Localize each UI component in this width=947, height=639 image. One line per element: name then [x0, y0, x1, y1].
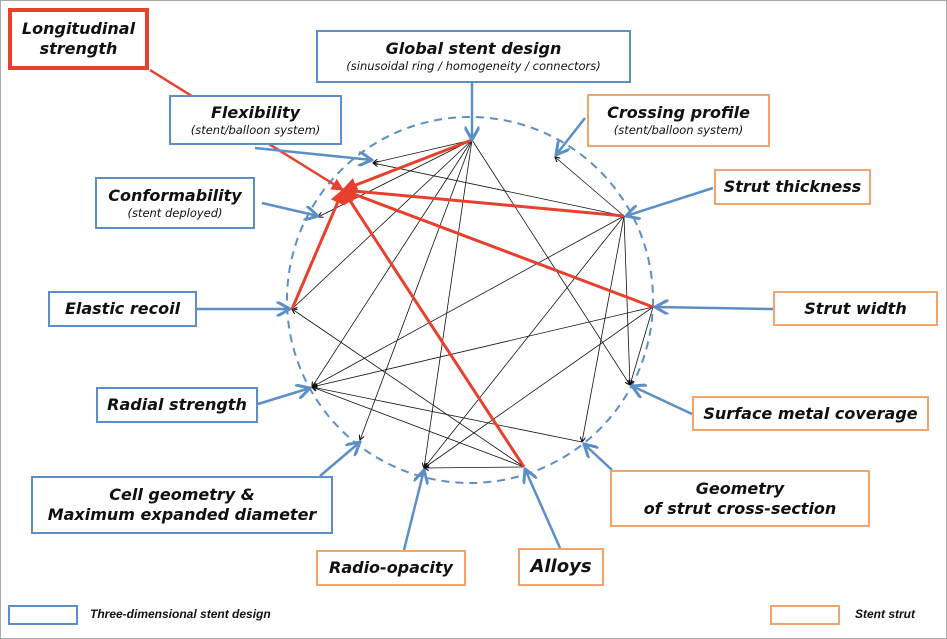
node-global-stent-design: Global stent design (sinusoidal ring / h…	[316, 30, 631, 83]
node-surface-metal-coverage: Surface metal coverage	[692, 396, 929, 431]
link-global-to-cell	[360, 139, 473, 440]
node-strut-width: Strut width	[773, 291, 938, 326]
input-arrow-alloys	[525, 469, 562, 549]
node-title: Strut width	[804, 298, 907, 318]
red-links	[149, 68, 654, 468]
legend-swatch-three-dimensional	[8, 605, 78, 625]
link-global-to-radio	[424, 139, 473, 468]
input-arrows	[197, 83, 774, 551]
input-arrow-surface	[632, 386, 693, 416]
node-title: Radio-opacity	[329, 558, 453, 577]
node-subtitle: (sinusoidal ring / homogeneity / connect…	[346, 59, 601, 73]
input-arrow-cross	[556, 117, 586, 155]
node-title: Geometry	[695, 478, 785, 498]
node-cell-geometry: Cell geometry & Maximum expanded diamete…	[31, 476, 333, 534]
node-title: Flexibility	[210, 102, 301, 122]
node-crossing-profile: Crossing profile (stent/balloon system)	[587, 94, 770, 147]
node-title: Strut thickness	[723, 177, 862, 196]
link-elastic-to-longitudinal	[290, 188, 345, 310]
node-title: Conformability	[108, 185, 242, 205]
node-title-line2: of strut cross-section	[643, 498, 837, 518]
node-radio-opacity: Radio-opacity	[316, 550, 466, 586]
link-thick-to-geom	[582, 215, 625, 442]
node-title: Global stent design	[385, 39, 562, 58]
link-global-to-surface	[471, 139, 630, 385]
link-global-to-conf	[318, 139, 473, 217]
black-links	[292, 139, 654, 468]
node-title: Surface metal coverage	[703, 403, 918, 423]
link-global-to-longitudinal	[341, 138, 473, 193]
node-title: Elastic recoil	[64, 299, 181, 318]
node-conformability: Conformability (stent deployed)	[95, 177, 255, 229]
node-title: Cell geometry &	[109, 485, 255, 504]
link-width-to-radial	[312, 306, 654, 387]
input-arrow-thick	[626, 186, 714, 216]
link-thick-to-radial	[312, 215, 625, 387]
link-alloys-to-radio	[424, 467, 525, 468]
input-arrow-width	[655, 307, 774, 309]
legend-label-three-dimensional: Three-dimensional stent design	[90, 607, 271, 621]
stent-circle	[286, 116, 654, 484]
node-title: Alloys	[530, 556, 592, 577]
input-arrow-radial	[257, 388, 310, 406]
legend-label-stent-strut: Stent strut	[855, 607, 915, 621]
input-arrow-conf	[261, 201, 318, 216]
link-thick-to-cross	[555, 157, 625, 217]
node-subtitle: (stent/balloon system)	[613, 123, 744, 137]
input-arrow-geom	[584, 444, 613, 471]
node-subtitle: (stent/balloon system)	[190, 122, 321, 137]
node-geometry-strut-cross-section: Geometry of strut cross-section	[610, 470, 870, 527]
input-arrow-cell	[319, 442, 360, 477]
link-thick-to-surface	[623, 215, 630, 385]
node-elastic-recoil: Elastic recoil	[48, 291, 197, 327]
link-width-to-radio	[424, 306, 654, 468]
link-width-to-surface	[630, 306, 654, 385]
node-title: Crossing profile	[607, 103, 750, 122]
node-title-line2: Maximum expanded diameter	[47, 505, 317, 524]
input-arrow-radio	[402, 470, 424, 551]
link-geom-to-radial	[312, 387, 583, 443]
link-global-to-flex	[373, 139, 473, 163]
node-longitudinal-strength: Longitudinal strength	[8, 8, 149, 70]
link-alloys-to-longitudinal	[341, 188, 526, 468]
link-width-to-longitudinal	[341, 187, 654, 309]
node-flexibility: Flexibility (stent/balloon system)	[169, 95, 342, 145]
node-title-line2: strength	[39, 39, 118, 58]
node-title: Longitudinal	[21, 19, 136, 38]
node-subtitle: (stent deployed)	[127, 205, 223, 220]
legend-swatch-stent-strut	[770, 605, 840, 625]
link-thick-to-radio	[424, 215, 625, 468]
node-strut-thickness: Strut thickness	[714, 169, 871, 205]
link-thick-to-longitudinal	[341, 183, 625, 218]
node-radial-strength: Radial strength	[96, 387, 258, 423]
node-title: Radial strength	[107, 395, 247, 414]
link-alloys-to-elastic	[292, 309, 525, 468]
node-alloys: Alloys	[518, 548, 604, 586]
link-thick-to-flex	[373, 163, 625, 217]
link-global-to-elastic	[292, 139, 473, 309]
input-arrow-flex	[254, 146, 372, 160]
link-alloys-to-radial	[312, 387, 525, 468]
